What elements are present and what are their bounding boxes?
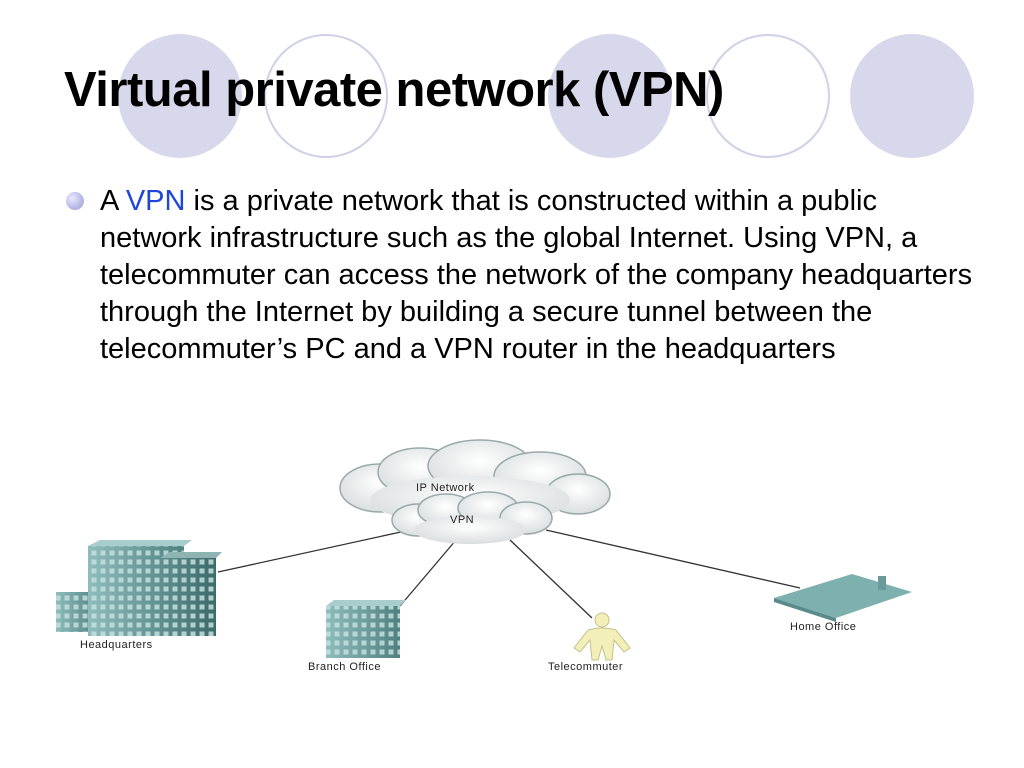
home-office-icon [774,574,912,622]
home-office-label: Home Office [790,621,856,633]
vpn-cloud [391,491,553,544]
headquarters-label: Headquarters [80,639,153,651]
branch-office-icon [326,600,406,658]
bullet-body: is a private network that is constructed… [100,185,973,365]
vpn-cloud-label: VPN [450,514,474,526]
link-headquarters [217,529,411,573]
decor-ring-1 [264,34,388,158]
link-telecommuter [509,539,593,619]
link-home-office [545,529,801,589]
decor-circle-3 [850,34,974,158]
headquarters-icon [56,540,222,636]
slide-title: Virtual private network (VPN) [64,63,724,117]
connection-lines [217,529,801,619]
decor-circle-1 [118,34,242,158]
decor-ring-2 [706,34,830,158]
decor-circle-2 [548,34,672,158]
telecommuter-icon [573,612,631,661]
vpn-highlight: VPN [125,185,186,217]
bullet-icon [66,192,84,210]
bullet-prefix: A [100,185,126,217]
telecommuter-label: Telecommuter [548,661,623,673]
branch-office-label: Branch Office [308,661,381,673]
link-branch-office [399,539,457,607]
bullet-paragraph: A VPN is a private network that is const… [100,183,980,368]
ip-network-label: IP Network [416,482,475,494]
